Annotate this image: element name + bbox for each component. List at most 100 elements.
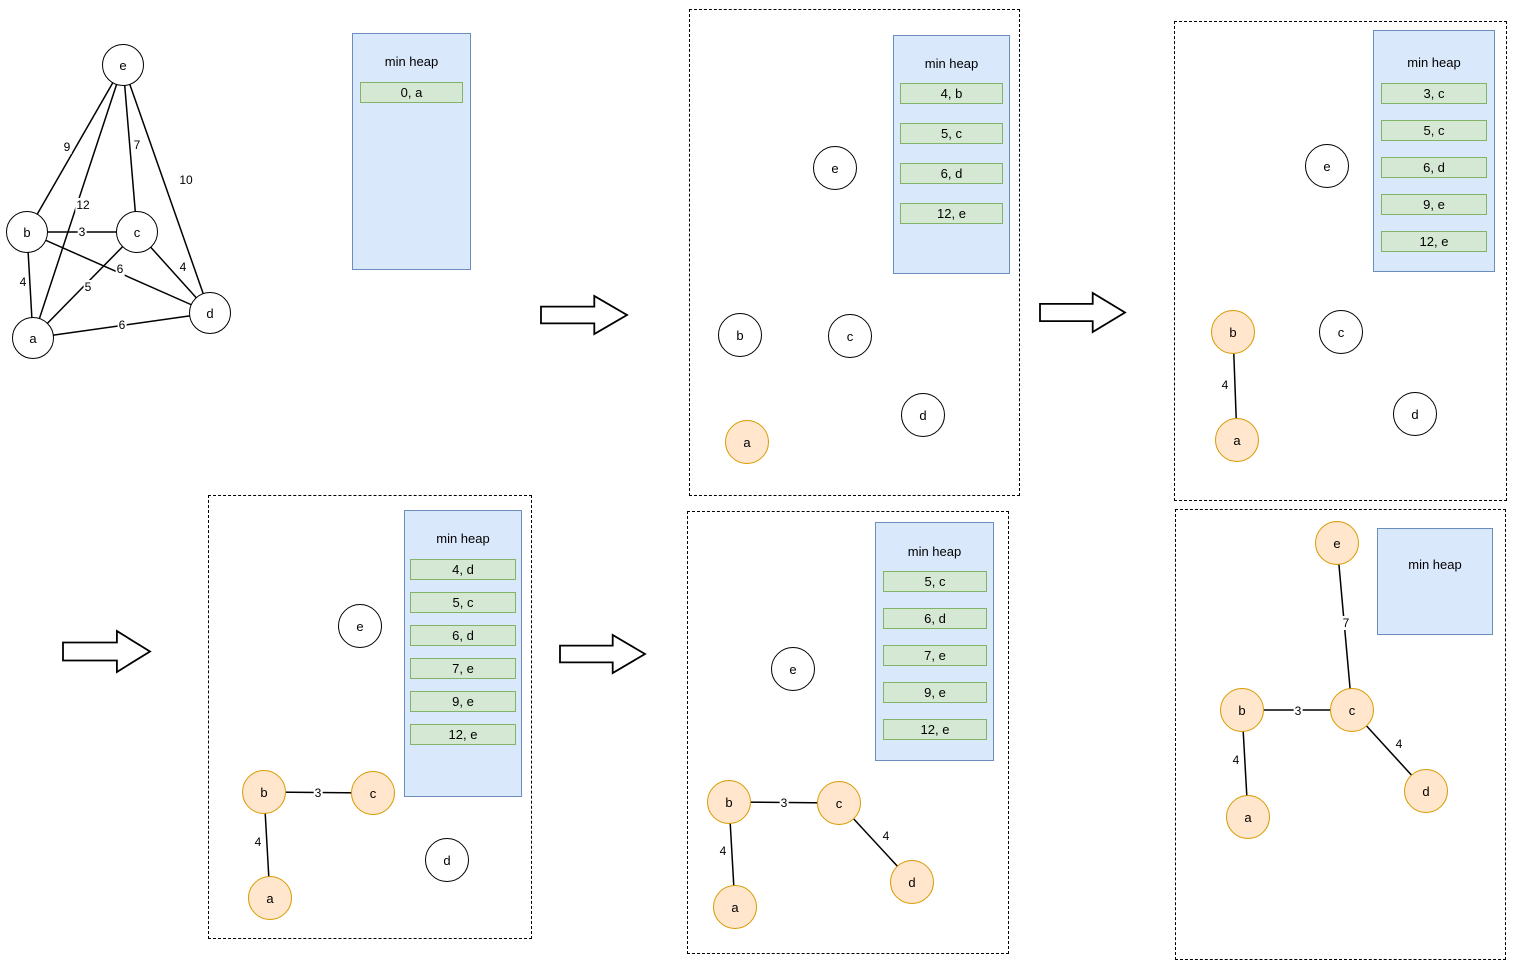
heap-item: 5, c: [900, 123, 1003, 144]
edge-weight-b-c: 3: [1293, 704, 1303, 718]
node-label: a: [743, 434, 751, 450]
edge-e-c: [122, 64, 138, 233]
node-label: d: [908, 874, 916, 890]
node-label: d: [1422, 783, 1430, 799]
heap-item: 5, c: [410, 592, 516, 613]
heap-item: 7, e: [410, 658, 516, 679]
edge-weight-b-a: 4: [1220, 378, 1230, 392]
heap-item: 4, b: [900, 83, 1003, 104]
node-label: b: [736, 327, 744, 343]
graph-node-d: d: [1404, 769, 1448, 813]
heap-item: 12, e: [900, 203, 1003, 224]
node-label: d: [1411, 406, 1419, 422]
arrow-step1-to-step2: [1039, 291, 1127, 334]
graph-node-c: c: [351, 771, 395, 815]
node-label: a: [1244, 809, 1252, 825]
heap-item: 9, e: [883, 682, 987, 703]
heap-item: 6, d: [1381, 157, 1487, 178]
graph-node-c: c: [1319, 310, 1363, 354]
graph-node-e: e: [338, 604, 382, 648]
edge-weight-b-c: 3: [779, 796, 789, 810]
graph-node-e: e: [771, 647, 815, 691]
node-label: b: [725, 794, 733, 810]
edge-weight-e-c: 7: [1341, 616, 1351, 630]
edge-e-b: [26, 64, 124, 233]
graph-node-c: c: [116, 211, 158, 253]
min-heap-title: min heap: [1407, 55, 1461, 70]
panel-step-2-ab-visited: [1174, 21, 1507, 501]
heap-item: 6, d: [883, 608, 987, 629]
arrow-step2-to-step3: [62, 629, 152, 674]
heap-item: 4, d: [410, 559, 516, 580]
arrow-step3-to-step4: [559, 633, 647, 675]
graph-node-a: a: [713, 885, 757, 929]
heap-item: 0, a: [360, 82, 463, 103]
node-label: c: [835, 795, 843, 811]
heap-item: 5, c: [883, 571, 987, 592]
panel-step-5-all-visited-mst: [1175, 509, 1506, 960]
edge-weight-c-d: 4: [178, 260, 188, 274]
min-heap-title: min heap: [384, 54, 439, 69]
graph-node-b: b: [1220, 688, 1264, 732]
node-label: a: [731, 899, 739, 915]
graph-node-b: b: [242, 770, 286, 814]
arrow-step0-to-step1: [540, 294, 629, 336]
min-heap-box: min heap 0, a: [352, 33, 471, 270]
edge-weight-e-a: 12: [75, 198, 91, 212]
graph-node-e: e: [102, 44, 144, 86]
heap-item: 12, e: [410, 724, 516, 745]
panel-step-4-abcd-visited: [687, 511, 1009, 954]
node-label: b: [1238, 702, 1246, 718]
heap-item: 5, c: [1381, 120, 1487, 141]
node-label: c: [133, 224, 141, 240]
graph-node-b: b: [1211, 310, 1255, 354]
panel-step-1-a-visited: [689, 9, 1020, 496]
node-label: c: [369, 785, 377, 801]
heap-item: 9, e: [1381, 194, 1487, 215]
graph-node-a: a: [248, 876, 292, 920]
node-label: b: [260, 784, 268, 800]
heap-item: 3, c: [1381, 83, 1487, 104]
node-label: c: [846, 328, 854, 344]
node-label: c: [1348, 702, 1356, 718]
node-label: a: [29, 330, 37, 346]
edge-weight-a-d: 6: [117, 318, 127, 332]
edge-weight-b-c: 3: [313, 786, 323, 800]
min-heap-title: min heap: [924, 56, 979, 71]
node-label: e: [789, 661, 797, 677]
panel-step-3-abc-visited: [208, 495, 532, 939]
min-heap-title: min heap: [907, 544, 962, 559]
graph-node-a: a: [725, 420, 769, 464]
graph-node-c: c: [817, 781, 861, 825]
edge-weight-c-d: 4: [881, 829, 891, 843]
edge-weight-c-d: 4: [1394, 737, 1404, 751]
graph-node-d: d: [1393, 392, 1437, 436]
node-label: e: [119, 57, 127, 73]
edge-weight-b-d: 6: [115, 262, 125, 276]
edge-weight-c-a: 5: [83, 280, 93, 294]
heap-item: 7, e: [883, 645, 987, 666]
node-label: c: [1337, 324, 1345, 340]
heap-item: 6, d: [410, 625, 516, 646]
node-label: d: [443, 852, 451, 868]
graph-node-c: c: [828, 314, 872, 358]
node-label: d: [919, 407, 927, 423]
edge-e-d: [122, 64, 211, 314]
graph-node-d: d: [425, 838, 469, 882]
edge-weight-b-c: 3: [77, 225, 87, 239]
graph-node-b: b: [6, 211, 48, 253]
graph-node-d: d: [189, 292, 231, 334]
graph-node-c: c: [1330, 688, 1374, 732]
min-heap-box: min heap: [1377, 528, 1493, 635]
edge-weight-e-b: 9: [62, 140, 72, 154]
node-label: a: [1233, 432, 1241, 448]
graph-node-b: b: [707, 780, 751, 824]
graph-node-e: e: [1315, 521, 1359, 565]
graph-node-b: b: [718, 313, 762, 357]
heap-item: 9, e: [410, 691, 516, 712]
graph-node-a: a: [12, 317, 54, 359]
